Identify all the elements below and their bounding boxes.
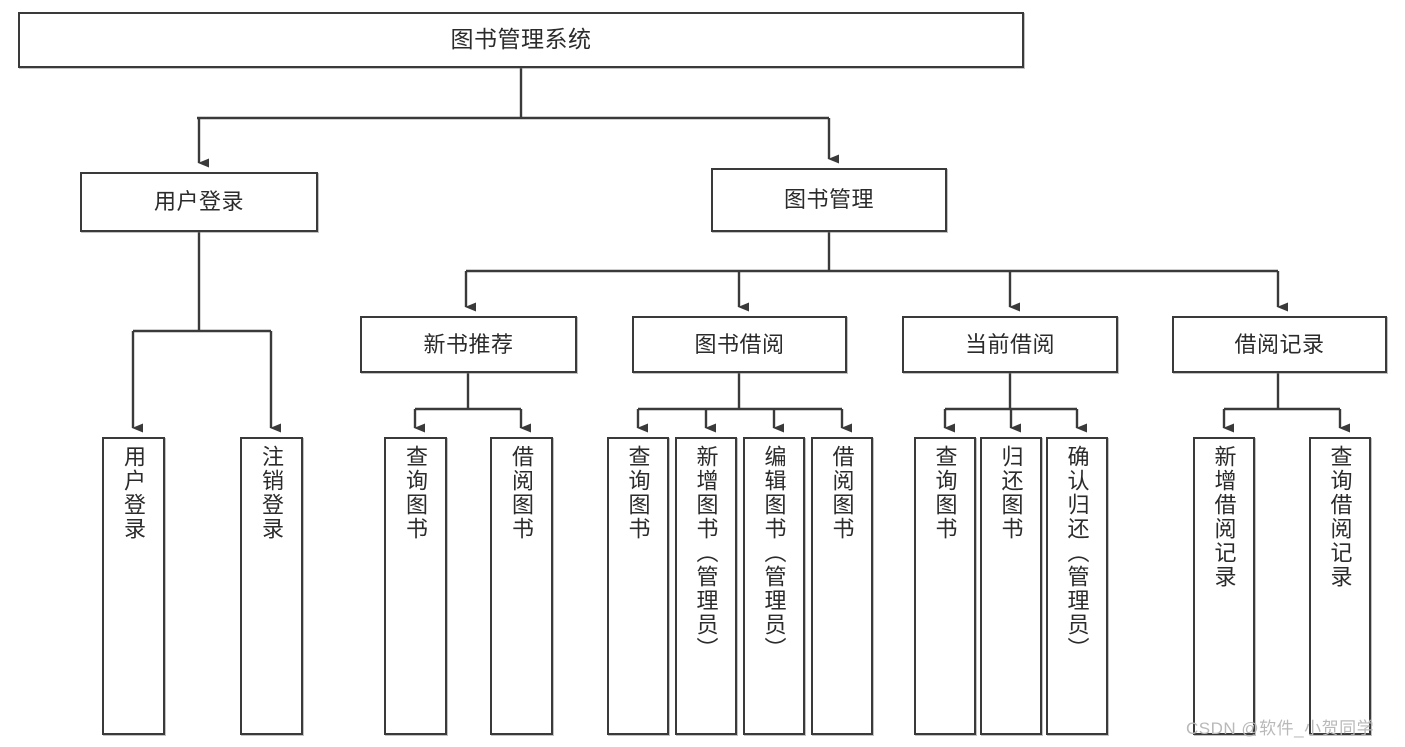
- node-label: 用户登录: [121, 445, 147, 541]
- node-label: 注销登录: [259, 445, 285, 541]
- node-label: 查询借阅记录: [1327, 445, 1353, 589]
- node-label: 新增图书（管理员）: [693, 445, 719, 661]
- node-leaf-query-book-borrow[interactable]: 查询图书: [607, 437, 669, 735]
- node-leaf-add-borrow-record[interactable]: 新增借阅记录: [1193, 437, 1255, 735]
- node-label: 用户登录: [153, 189, 244, 215]
- node-leaf-borrow-book-borrow[interactable]: 借阅图书: [811, 437, 873, 735]
- node-label: 新书推荐: [423, 331, 514, 357]
- node-leaf-user-login[interactable]: 用户登录: [102, 437, 165, 735]
- node-label: 查询图书: [403, 445, 429, 541]
- node-leaf-logout-login[interactable]: 注销登录: [240, 437, 303, 735]
- node-label: 图书管理系统: [450, 26, 592, 53]
- node-label: 借阅图书: [829, 445, 855, 541]
- node-label: 借阅记录: [1234, 331, 1325, 357]
- node-label: 当前借阅: [964, 331, 1055, 357]
- node-label: 编辑图书（管理员）: [761, 445, 787, 661]
- node-user-login[interactable]: 用户登录: [80, 172, 318, 232]
- node-label: 查询图书: [932, 445, 958, 541]
- node-leaf-borrow-book-recommend[interactable]: 借阅图书: [490, 437, 553, 735]
- node-label: 图书借阅: [694, 331, 785, 357]
- node-leaf-confirm-return-admin[interactable]: 确认归还（管理员）: [1046, 437, 1108, 735]
- node-leaf-add-book-admin[interactable]: 新增图书（管理员）: [675, 437, 737, 735]
- node-label: 确认归还（管理员）: [1064, 445, 1090, 661]
- node-label: 图书管理: [783, 187, 874, 213]
- node-leaf-query-book-recommend[interactable]: 查询图书: [384, 437, 447, 735]
- node-book-management[interactable]: 图书管理: [711, 168, 947, 232]
- node-label: 新增借阅记录: [1211, 445, 1237, 589]
- node-root-book-management-system[interactable]: 图书管理系统: [18, 12, 1024, 68]
- node-leaf-edit-book-admin[interactable]: 编辑图书（管理员）: [743, 437, 805, 735]
- node-book-borrow[interactable]: 图书借阅: [632, 316, 847, 373]
- node-leaf-query-borrow-record[interactable]: 查询借阅记录: [1309, 437, 1371, 735]
- node-borrow-record[interactable]: 借阅记录: [1172, 316, 1387, 373]
- csdn-watermark: CSDN @软件_小贺同学: [1186, 719, 1375, 738]
- node-label: 归还图书: [998, 445, 1024, 541]
- node-label: 查询图书: [625, 445, 651, 541]
- node-current-borrow[interactable]: 当前借阅: [902, 316, 1118, 373]
- node-leaf-query-book-current[interactable]: 查询图书: [914, 437, 976, 735]
- node-label: 借阅图书: [509, 445, 535, 541]
- node-new-book-recommend[interactable]: 新书推荐: [360, 316, 577, 373]
- node-leaf-return-book[interactable]: 归还图书: [980, 437, 1042, 735]
